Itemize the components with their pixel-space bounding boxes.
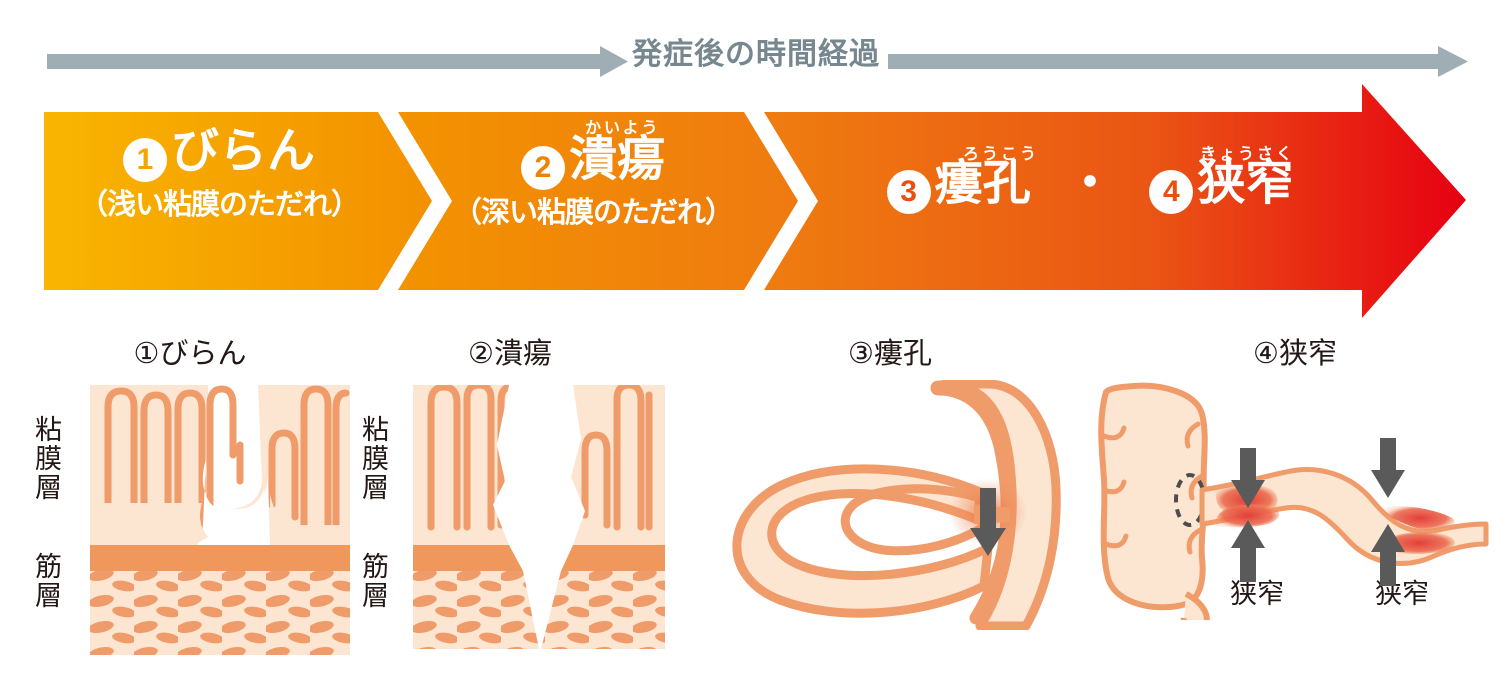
band-stage-4-name: 狭窄 (1197, 157, 1294, 210)
timeline-header (0, 34, 1512, 90)
panel-fistula: ③瘻孔 瘻孔 (680, 330, 1100, 670)
stage-band-svg (44, 84, 1466, 318)
panel-4-arrow-1-down (1231, 448, 1265, 508)
band-stage-2-subtitle: （深い粘膜のただれ） (452, 197, 734, 229)
band-stage-3-number: 3 (886, 170, 931, 214)
panel-2-label-muscle: 筋層 (358, 552, 388, 610)
band-stage-1-name: びらん (170, 125, 315, 178)
panel-3-diagram (732, 380, 1061, 630)
panel-1-label-muscle: 筋層 (31, 552, 61, 610)
panel-4-title: ④狭窄 (1253, 338, 1337, 370)
timeline-arrow-right (888, 46, 1468, 77)
panel-1-label-mucosa: 粘膜層 (31, 415, 61, 502)
band-stage-4-number: 4 (1149, 170, 1194, 214)
stage-band-arrow-shape (44, 84, 1466, 318)
band-stage-2-name: 潰瘍 (568, 133, 665, 186)
timeline-title: 発症後の時間経過 (632, 38, 880, 71)
panel-1-title: ①びらん (133, 338, 247, 370)
band-stage-separator: ・ (1065, 157, 1114, 210)
panel-4-diagram (1098, 382, 1489, 620)
timeline-arrow-left (47, 46, 628, 77)
band-stage-3-furigana: ろうこう (963, 146, 1040, 163)
panel-4-arrow-2-down (1371, 438, 1405, 498)
band-stage-2-furigana: かいよう (585, 120, 661, 137)
band-stage-4-furigana: きょうさく (1200, 146, 1296, 163)
band-stage-2-number: 2 (520, 146, 565, 190)
panel-4-arrow-1-up (1231, 520, 1265, 582)
panel-ulcer: ②潰瘍 粘膜層 筋層 (345, 330, 675, 670)
band-stage-3-name: 瘻孔 (934, 157, 1031, 210)
panel-erosion: ①びらん 粘膜層 筋層 (20, 330, 360, 670)
panel-2-label-mucosa: 粘膜層 (358, 415, 388, 502)
panel-stricture: ④狭窄 狭窄 狭窄 (1090, 330, 1500, 670)
panel-3-bowel-tubes (732, 380, 1061, 630)
panel-1-diagram (90, 385, 350, 655)
panel-3-fistula-arrow (970, 488, 1006, 556)
panel-2-title: ②潰瘍 (468, 338, 552, 370)
panel-2-diagram (413, 385, 665, 649)
panel-4-arrow-2-up (1371, 524, 1405, 586)
band-stage-1-subtitle: （浅い粘膜のただれ） (78, 189, 360, 221)
panel-3-title: ③瘻孔 (848, 338, 932, 370)
panel-4-caption-stricture-1: 狭窄 (1230, 579, 1284, 609)
band-stage-1-number: 1 (122, 138, 167, 182)
timeline-arrows-svg (47, 46, 1468, 77)
